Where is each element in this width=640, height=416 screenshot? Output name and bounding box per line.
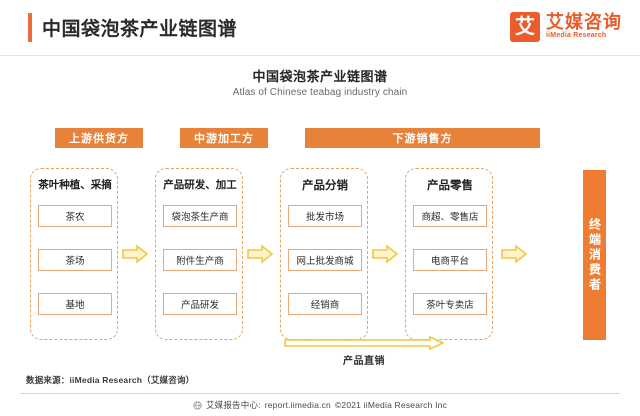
column-title: 产品分销 bbox=[302, 180, 348, 192]
footer-divider bbox=[20, 393, 620, 394]
brand-text: 艾媒咨询 iiMedia Research bbox=[546, 13, 622, 40]
chain-arrow-right-icon bbox=[500, 244, 528, 264]
header-divider bbox=[0, 55, 640, 56]
stage-header-midstream: 中游加工方 bbox=[180, 128, 268, 148]
chain-item: 袋泡茶生产商 bbox=[163, 205, 237, 227]
source-note: 数据来源：iiMedia Research（艾媒咨询） bbox=[26, 375, 195, 385]
chain-arrow-right-icon bbox=[246, 244, 274, 264]
footer-url[interactable]: report.iimedia.cn bbox=[264, 400, 331, 410]
chain-item: 产品研发 bbox=[163, 293, 237, 315]
chain-column-distribution: 产品分销 批发市场 网上批发商城 经销商 bbox=[280, 168, 368, 340]
chain-item: 附件生产商 bbox=[163, 249, 237, 271]
direct-sales-label: 产品直销 bbox=[343, 356, 385, 367]
chain-item: 茶叶专卖店 bbox=[413, 293, 487, 315]
stage-header-upstream: 上游供货方 bbox=[55, 128, 143, 148]
chain-item: 电商平台 bbox=[413, 249, 487, 271]
stage-header-downstream: 下游销售方 bbox=[305, 128, 540, 148]
chain-item: 基地 bbox=[38, 293, 112, 315]
column-title: 产品研发、加工 bbox=[163, 179, 237, 191]
terminal-consumer-bar: 终端消费者 bbox=[583, 170, 606, 340]
chain-arrow-right-icon bbox=[121, 244, 149, 264]
chain-item: 茶农 bbox=[38, 205, 112, 227]
chain-arrow-right-icon bbox=[371, 244, 399, 264]
chain-column-processing: 产品研发、加工 袋泡茶生产商 附件生产商 产品研发 bbox=[155, 168, 243, 340]
chain-item: 商超、零售店 bbox=[413, 205, 487, 227]
brand-logo: 艾 艾媒咨询 iiMedia Research bbox=[510, 12, 622, 42]
column-title: 产品零售 bbox=[427, 180, 473, 192]
chart-title: 中国袋泡茶产业链图谱 bbox=[252, 69, 388, 84]
column-title: 茶叶种植、采摘 bbox=[38, 179, 112, 191]
chain-column-planting: 茶叶种植、采摘 茶农 茶场 基地 bbox=[30, 168, 118, 340]
globe-icon bbox=[193, 400, 202, 410]
brand-name-cn: 艾媒咨询 bbox=[546, 12, 622, 33]
page-header: 中国袋泡茶产业链图谱 艾 艾媒咨询 iiMedia Research bbox=[0, 0, 640, 55]
direct-sales-arrow-icon bbox=[284, 335, 445, 351]
chart-subtitle: Atlas of Chinese teabag industry chain bbox=[232, 87, 408, 98]
brand-name-en: iiMedia Research bbox=[546, 32, 607, 40]
chain-item: 网上批发商城 bbox=[288, 249, 362, 271]
chain-item: 茶场 bbox=[38, 249, 112, 271]
chain-item: 批发市场 bbox=[288, 205, 362, 227]
footer-bar: 艾媒报告中心: report.iimedia.cn ©2021 iiMedia … bbox=[0, 394, 640, 416]
header-accent-bar bbox=[28, 13, 32, 42]
terminal-consumer-label: 终端消费者 bbox=[587, 217, 602, 293]
footer-copyright: ©2021 iiMedia Research Inc bbox=[334, 400, 448, 410]
chain-item: 经销商 bbox=[288, 293, 362, 315]
footer-report-center-label: 艾媒报告中心: bbox=[205, 400, 261, 410]
brand-mark-icon: 艾 bbox=[510, 12, 540, 42]
chain-column-retail: 产品零售 商超、零售店 电商平台 茶叶专卖店 bbox=[405, 168, 493, 340]
page-title: 中国袋泡茶产业链图谱 bbox=[42, 19, 238, 40]
